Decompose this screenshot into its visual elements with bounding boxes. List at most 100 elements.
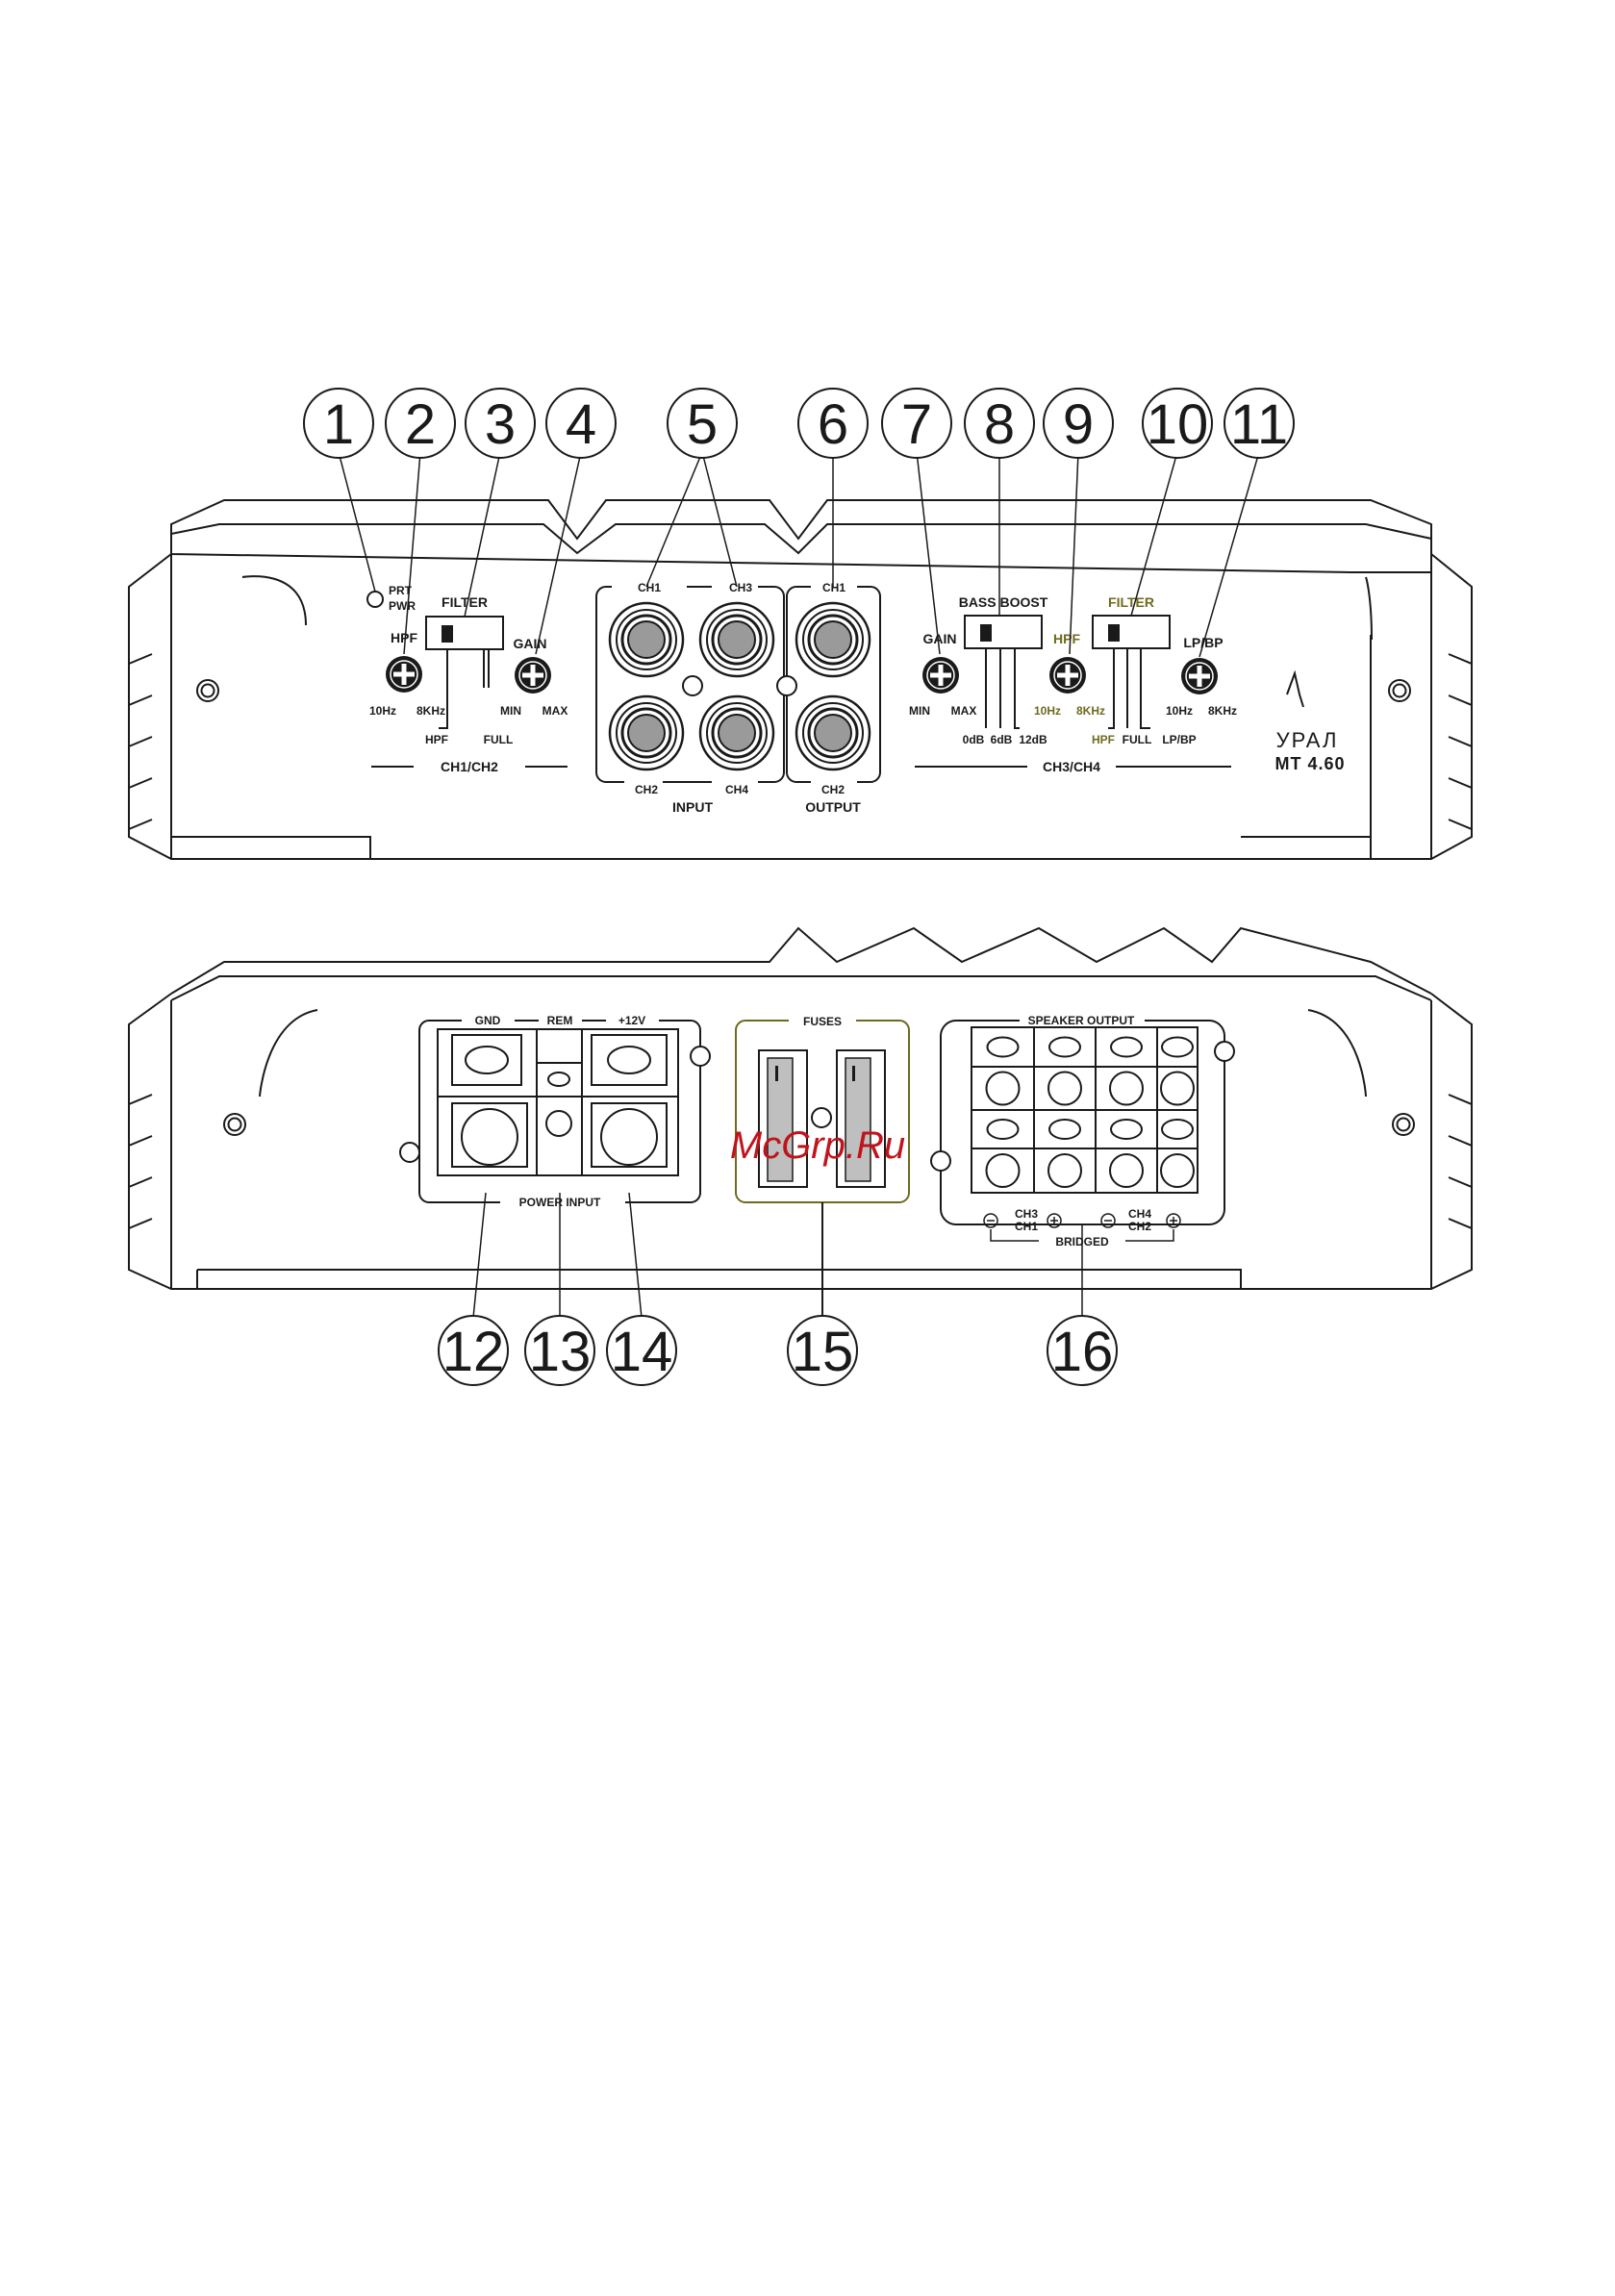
callout-number: 2 <box>405 393 436 456</box>
callout-14: 14 <box>606 1315 677 1386</box>
callout-16: 16 <box>1047 1315 1118 1386</box>
speaker-terminal[interactable] <box>1095 1066 1158 1111</box>
callout-15: 15 <box>787 1315 858 1386</box>
speaker-terminal-screw <box>1048 1119 1081 1140</box>
ch34-filter-lpbp-pos: LP/BP <box>1162 733 1196 746</box>
bass-boost-12db: 12dB <box>1019 733 1047 746</box>
callout-number: 7 <box>901 393 932 456</box>
ch12-filter-switch[interactable] <box>425 616 504 650</box>
speaker-terminal[interactable] <box>1156 1026 1199 1068</box>
front-panel-outline <box>128 553 1473 860</box>
ch12-gain-label: GAIN <box>514 636 547 651</box>
callout-number: 1 <box>323 393 354 456</box>
rear-screw-right <box>1392 1113 1415 1136</box>
speaker-terminal-screw <box>1161 1119 1194 1140</box>
callout-number: 4 <box>566 393 596 456</box>
ch12-hpf-label: HPF <box>391 630 417 645</box>
bass-boost-6db: 6dB <box>991 733 1013 746</box>
output-ch1-jack[interactable] <box>795 601 871 678</box>
speaker-terminal[interactable] <box>1033 1066 1097 1111</box>
callout-8: 8 <box>964 388 1035 459</box>
ch34-gain-knob[interactable] <box>921 656 960 694</box>
ch34-filter-switch[interactable] <box>1092 615 1171 649</box>
speaker-terminal-hole <box>1047 1153 1082 1188</box>
ch34-gain-max-label: MAX <box>951 704 977 718</box>
ch12-hpf-knob[interactable] <box>385 655 423 694</box>
ch12-hpf-min-label: 10Hz <box>369 704 396 718</box>
speaker-terminal[interactable] <box>1156 1148 1199 1194</box>
ch34-filter-switch-knob <box>1108 624 1120 642</box>
prt-pwr-led <box>366 591 384 608</box>
lpbp-knob[interactable] <box>1180 657 1219 695</box>
callout-12: 12 <box>438 1315 509 1386</box>
ch34-section-label: CH3/CH4 <box>1043 759 1100 774</box>
callout-7: 7 <box>881 388 952 459</box>
speaker-output-label: SPEAKER OUTPUT <box>1028 1014 1135 1027</box>
callout-6: 6 <box>797 388 869 459</box>
input-ch4-jack[interactable] <box>698 694 775 771</box>
speaker-terminal[interactable] <box>1095 1109 1158 1149</box>
brand-name: УРАЛ <box>1276 728 1339 752</box>
input-ch2-jack[interactable] <box>608 694 685 771</box>
output-ch1-label: CH1 <box>822 581 845 594</box>
callout-number: 5 <box>687 393 718 456</box>
fuse-2[interactable] <box>836 1049 886 1188</box>
input-ch3-jack[interactable] <box>698 601 775 678</box>
speaker-terminal[interactable] <box>1033 1109 1097 1149</box>
bridge-ch3-label: CH3 <box>1015 1207 1038 1221</box>
ch34-hpf-min-label: 10Hz <box>1034 704 1061 718</box>
speaker-terminal[interactable] <box>1033 1026 1097 1068</box>
input-ch1-jack[interactable] <box>608 601 685 678</box>
plus12v-label: +12V <box>618 1014 645 1027</box>
fuse-1[interactable] <box>758 1049 808 1188</box>
callout-1: 1 <box>303 388 374 459</box>
speaker-terminal[interactable] <box>971 1066 1035 1111</box>
plus12v-terminal[interactable] <box>591 1102 668 1168</box>
input-ch3-label: CH3 <box>729 581 752 594</box>
front-foot-right <box>1241 836 1372 859</box>
ch34-hpf-knob[interactable] <box>1048 656 1087 694</box>
bass-boost-switch[interactable] <box>964 615 1043 649</box>
gnd-terminal[interactable] <box>451 1102 528 1168</box>
speaker-terminal-screw <box>1110 1119 1143 1140</box>
callout-9: 9 <box>1043 388 1114 459</box>
rear-panel-top-ridge <box>170 926 1432 995</box>
gnd-screw-cover <box>451 1034 522 1086</box>
speaker-terminal[interactable] <box>1156 1109 1199 1149</box>
speaker-terminal-hole <box>1160 1153 1195 1188</box>
speaker-output-block <box>940 1020 1225 1225</box>
callout-5: 5 <box>667 388 738 459</box>
speaker-terminal-screw <box>986 1119 1020 1140</box>
speaker-terminal[interactable] <box>971 1109 1035 1149</box>
front-screw-left <box>196 679 219 702</box>
bridge-legend <box>983 1213 1181 1242</box>
speaker-terminal[interactable] <box>1156 1066 1199 1111</box>
speaker-terminal-grid <box>971 1026 1199 1194</box>
ch12-hpf-max-label: 8KHz <box>416 704 445 718</box>
callout-number: 14 <box>611 1321 673 1383</box>
callout-number: 9 <box>1063 393 1094 456</box>
rear-panel-outline <box>128 993 1473 1290</box>
gnd-label: GND <box>475 1014 501 1027</box>
callout-number: 8 <box>984 393 1015 456</box>
output-ch2-jack[interactable] <box>795 694 871 771</box>
lpbp-min-label: 10Hz <box>1166 704 1193 718</box>
rem-terminal[interactable] <box>545 1110 572 1137</box>
callout-number: 15 <box>792 1321 854 1383</box>
callout-number: 13 <box>529 1321 592 1383</box>
callout-number: 6 <box>818 393 848 456</box>
callout-3: 3 <box>465 388 536 459</box>
callout-number: 11 <box>1230 393 1288 456</box>
speaker-terminal-hole <box>1160 1071 1195 1106</box>
speaker-terminal[interactable] <box>971 1026 1035 1068</box>
pwr-label: PWR <box>389 599 416 613</box>
speaker-terminal-hole <box>985 1071 1021 1106</box>
ch34-gain-min-label: MIN <box>909 704 930 718</box>
ch34-hpf-max-label: 8KHz <box>1076 704 1105 718</box>
front-panel-body <box>128 499 1473 860</box>
rear-inner-curve-right <box>1307 1009 1367 1098</box>
output-ch2-label: CH2 <box>821 783 845 796</box>
ch12-gain-knob[interactable] <box>514 656 552 694</box>
speaker-terminal-screw <box>986 1036 1020 1058</box>
speaker-terminal[interactable] <box>1095 1026 1158 1068</box>
